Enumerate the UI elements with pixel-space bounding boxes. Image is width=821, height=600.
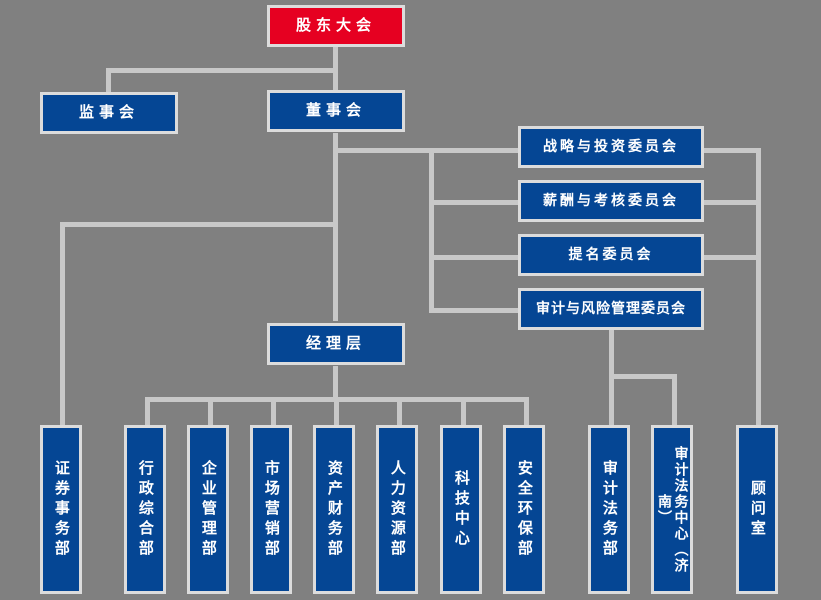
connector-audit-bus bbox=[609, 374, 677, 379]
connector-dept-drop-4 bbox=[334, 397, 339, 428]
connector-directors-down bbox=[333, 68, 338, 92]
connector-management-down bbox=[333, 366, 338, 400]
node-department-securities-affairs[interactable]: 证券事务部 bbox=[40, 425, 82, 594]
connector-audit-dept-2 bbox=[672, 374, 677, 428]
node-board-of-supervisors[interactable]: 监事会 bbox=[40, 92, 178, 134]
connector-right-3 bbox=[701, 255, 761, 260]
node-department-advisory-office[interactable]: 顾问室 bbox=[736, 425, 778, 594]
connector-committee-4 bbox=[429, 308, 521, 313]
node-department-marketing[interactable]: 市场营销部 bbox=[250, 425, 292, 594]
connector-dept-drop-5 bbox=[397, 397, 402, 428]
connector-securities-branch bbox=[60, 222, 336, 227]
connector-supervisors-down bbox=[106, 68, 111, 92]
connector-dept-drop-3 bbox=[271, 397, 276, 428]
connector-committee-3 bbox=[429, 255, 521, 260]
node-department-administration[interactable]: 行政综合部 bbox=[124, 425, 166, 594]
connector-right-2 bbox=[701, 200, 761, 205]
node-management[interactable]: 经理层 bbox=[267, 323, 405, 365]
node-department-audit-legal-center-jinan[interactable]: 审计法务中心（济南） bbox=[651, 425, 693, 594]
connector-committee-trunk bbox=[429, 148, 434, 308]
connector-committee-feed bbox=[333, 148, 434, 153]
connector-committee-2 bbox=[429, 200, 521, 205]
node-committee-strategy-investment[interactable]: 战略与投资委员会 bbox=[518, 126, 704, 168]
connector-dept-drop-7 bbox=[524, 397, 529, 428]
node-department-enterprise-management[interactable]: 企业管理部 bbox=[187, 425, 229, 594]
node-board-of-directors[interactable]: 董事会 bbox=[267, 90, 405, 132]
connector-right-trunk bbox=[756, 148, 761, 428]
connector-right-1 bbox=[701, 148, 761, 153]
connector-audit-dept-1 bbox=[609, 374, 614, 428]
connector-directors-trunk bbox=[333, 133, 338, 321]
connector-shareholders-down bbox=[333, 45, 338, 70]
node-shareholders-meeting[interactable]: 股东大会 bbox=[267, 5, 405, 47]
connector-dept-drop-1 bbox=[145, 397, 150, 428]
connector-dept-drop-6 bbox=[461, 397, 466, 428]
connector-securities-down bbox=[60, 222, 65, 428]
node-department-safety-environment[interactable]: 安全环保部 bbox=[503, 425, 545, 594]
connector-audit-down bbox=[609, 325, 614, 377]
connector-top-bus bbox=[106, 68, 338, 73]
connector-dept-drop-2 bbox=[208, 397, 213, 428]
connector-committee-1 bbox=[429, 148, 521, 153]
node-committee-audit-risk[interactable]: 审计与风险管理委员会 bbox=[518, 288, 704, 330]
node-department-human-resources[interactable]: 人力资源部 bbox=[376, 425, 418, 594]
node-department-technology-center[interactable]: 科技中心 bbox=[440, 425, 482, 594]
node-department-asset-finance[interactable]: 资产财务部 bbox=[313, 425, 355, 594]
node-committee-nomination[interactable]: 提名委员会 bbox=[518, 234, 704, 276]
node-department-audit-legal[interactable]: 审计法务部 bbox=[588, 425, 630, 594]
node-committee-remuneration-appraisal[interactable]: 薪酬与考核委员会 bbox=[518, 180, 704, 222]
